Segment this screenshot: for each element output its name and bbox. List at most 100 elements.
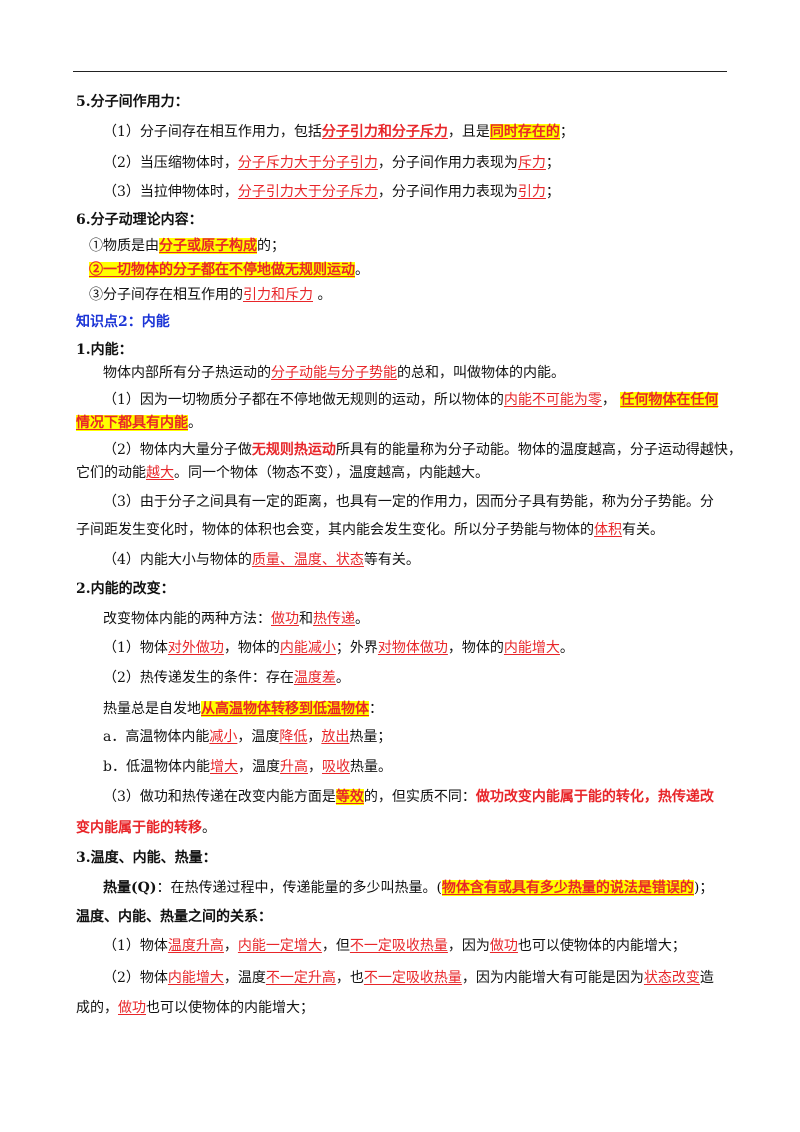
text: ，: [307, 729, 322, 745]
text: （3）做功和热传递在改变内能方面是: [103, 789, 336, 805]
text: （2）物体内大量分子做: [103, 442, 252, 458]
text: 。: [188, 415, 202, 431]
answer-text: 斥力: [517, 155, 546, 171]
answer-text: 分子动能与分子势能: [271, 365, 397, 381]
text: （2）当压缩物体时，: [103, 155, 238, 171]
paragraph: ②一切物体的分子都在不停地做无规则运动。: [89, 260, 730, 280]
text: ，分子间作用力表现为: [377, 184, 518, 200]
heading-temperature-energy-heat: 3.温度、内能、热量：: [76, 850, 217, 866]
text: 的总和，叫做物体的内能。: [397, 365, 565, 381]
text: ，因为: [447, 938, 490, 954]
answer-text: 放出: [321, 729, 350, 745]
text: ；: [559, 124, 574, 140]
text: ，也: [335, 970, 364, 986]
text: 。同一个物体（物态不变），温度越高，内能越大。: [174, 465, 489, 481]
paragraph: ①物质是由分子或原子构成的；: [89, 236, 730, 256]
text: ：在热传递过程中，传递能量的多少叫热量。(: [156, 880, 442, 896]
answer-text: 减小: [209, 729, 238, 745]
text: 等有关。: [363, 552, 420, 568]
answer-text: 做功: [118, 1000, 146, 1016]
answer-text: 引力: [517, 184, 546, 200]
paragraph: （1）物体对外做功，物体的内能减小；外界对物体做功，物体的内能增大。: [103, 638, 730, 658]
text: 和: [299, 611, 313, 627]
knowledge-point-title: 知识点2：内能: [76, 314, 170, 330]
paragraph: （3）当拉伸物体时，分子引力大于分子斥力，分子间作用力表现为引力；: [103, 182, 730, 202]
answer-text: 内能不可能为零: [503, 392, 602, 408]
paragraph: （4）内能大小与物体的质量、温度、状态等有关。: [103, 550, 730, 570]
answer-text: 升高: [279, 759, 308, 775]
text: 造: [699, 970, 714, 986]
paragraph: （1）物体温度升高，内能一定增大，但不一定吸收热量，因为做功也可以使物体的内能增…: [103, 936, 730, 956]
text: 物体内部所有分子热运动的: [103, 365, 271, 381]
heading-internal-energy: 1.内能：: [76, 342, 133, 358]
term-heat: 热量(Q): [103, 880, 157, 896]
paragraph: 热量总是自发地从高温物体转移到低温物体：: [103, 699, 730, 719]
answer-text: 变内能属于能的转移: [76, 820, 202, 836]
paragraph: b．低温物体内能增大，温度升高，吸收热量。: [103, 757, 730, 777]
text: ，温度: [237, 729, 280, 745]
text: （2）物体: [103, 970, 168, 986]
paragraph-continued: 情况下都具有内能。: [76, 413, 730, 433]
answer-text: 分子引力大于分子斥力: [237, 184, 378, 200]
text: ，温度: [223, 970, 266, 986]
highlighted-answer: ②一切物体的分子都在不停地做无规则运动: [89, 262, 355, 278]
answer-text: 不一定吸收热量: [363, 970, 462, 986]
answer-text: 引力和斥力: [243, 287, 313, 303]
highlighted-answer: 从高温物体转移到低温物体: [201, 701, 369, 717]
answer-text: 状态改变: [643, 970, 700, 986]
text: ；: [545, 155, 560, 171]
text: （3）由于分子之间具有一定的距离，也具有一定的作用力，因而分子具有势能，称为分子…: [103, 494, 714, 510]
paragraph: （2）热传递发生的条件：存在温度差。: [103, 668, 730, 688]
text: （1）因为一切物质分子都在不停地做无规则的运动，所以物体的: [103, 392, 504, 408]
paragraph: （3）由于分子之间具有一定的距离，也具有一定的作用力，因而分子具有势能，称为分子…: [103, 492, 730, 512]
answer-text: 内能减小: [279, 640, 336, 656]
highlighted-answer: 任何物体在任何: [620, 392, 719, 408]
answer-text: 内能增大: [167, 970, 224, 986]
text: ：: [369, 701, 383, 717]
text: ，且是: [447, 124, 490, 140]
text: 也可以使物体的内能增大；: [517, 938, 686, 954]
text: 。: [355, 262, 369, 278]
text: ，物体的: [223, 640, 280, 656]
answer-text: 温度升高: [167, 938, 224, 954]
answer-text: 体积: [594, 522, 622, 538]
highlighted-answer: 物体含有或具有多少热量的说法是错误的: [441, 880, 694, 896]
answer-text: 温度差: [293, 670, 336, 686]
text: 。: [202, 820, 216, 836]
paragraph: （1）因为一切物质分子都在不停地做无规则的运动，所以物体的内能不可能为零， 任何…: [103, 390, 730, 410]
text: ，但: [321, 938, 350, 954]
answer-text: 对外做功: [167, 640, 224, 656]
answer-text: 增大: [209, 759, 238, 775]
text: )；: [693, 880, 714, 896]
answer-text: 热传递: [313, 611, 355, 627]
text: 热量；: [349, 729, 392, 745]
answer-text: 做功改变内能属于能的转化，热传递改: [475, 789, 714, 805]
answer-text: 分子斥力大于分子引力: [237, 155, 378, 171]
paragraph: （1）分子间存在相互作用力，包括分子引力和分子斥力，且是同时存在的；: [103, 122, 730, 142]
text: 改变物体内能的两种方法：: [103, 611, 271, 627]
text: 。: [313, 287, 332, 303]
text: 也可以使物体的内能增大；: [146, 1000, 314, 1016]
text: ，因为内能增大有可能是因为: [461, 970, 644, 986]
text: 的，但实质不同：: [363, 789, 476, 805]
paragraph-continued: 变内能属于能的转移。: [76, 818, 730, 838]
text: 有关。: [622, 522, 664, 538]
text: 成的，: [76, 1000, 118, 1016]
text: ，: [307, 759, 322, 775]
text: （1）物体: [103, 640, 168, 656]
text: （4）内能大小与物体的: [103, 552, 252, 568]
highlighted-answer: 情况下都具有内能: [76, 415, 188, 431]
text: （3）当拉伸物体时，: [103, 184, 238, 200]
paragraph-continued: 成的，做功也可以使物体的内能增大；: [76, 998, 730, 1018]
answer-text: 对物体做功: [377, 640, 448, 656]
paragraph: （2）物体内大量分子做无规则热运动所具有的能量称为分子动能。物体的温度越高，分子…: [103, 440, 742, 460]
paragraph: （2）物体内能增大，温度不一定升高，也不一定吸收热量，因为内能增大有可能是因为状…: [103, 968, 730, 988]
text: b．低温物体内能: [103, 759, 210, 775]
text: a．高温物体内能: [103, 729, 210, 745]
answer-text: 不一定吸收热量: [349, 938, 448, 954]
text: ③分子间存在相互作用的: [89, 287, 243, 303]
answer-text: 越大: [146, 465, 174, 481]
text: 。: [335, 670, 350, 686]
answer-text: 质量、温度、状态: [251, 552, 364, 568]
